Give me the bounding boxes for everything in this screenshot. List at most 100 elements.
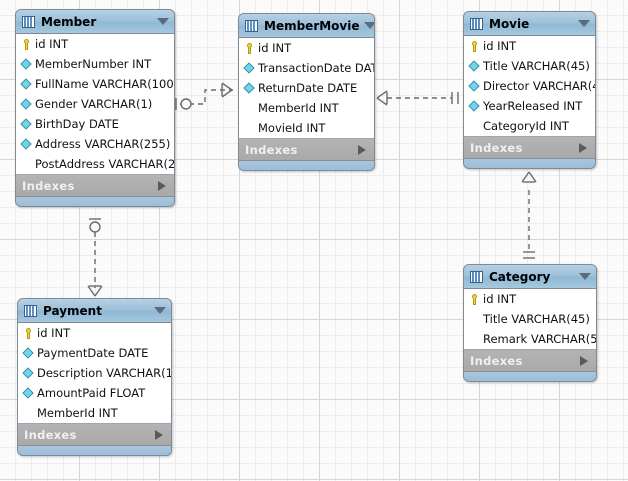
table-column[interactable]: PaymentDate DATE xyxy=(18,343,171,363)
table-column[interactable]: PostAddress VARCHAR(255) xyxy=(16,154,174,174)
column-label: Remark VARCHAR(500) xyxy=(483,332,597,346)
table-header[interactable]: MemberMovie xyxy=(239,14,374,38)
table-indexes-row[interactable]: Indexes xyxy=(464,137,595,159)
table-indexes-row[interactable]: Indexes xyxy=(18,424,171,446)
table-column[interactable]: id INT xyxy=(18,323,171,343)
table-header[interactable]: Member xyxy=(16,10,174,34)
relationship-member-payment xyxy=(87,218,103,297)
expand-arrow-icon[interactable] xyxy=(155,429,163,440)
column-label: CategoryId INT xyxy=(483,119,569,133)
column-label: id INT xyxy=(258,41,292,55)
table-bottom-strip xyxy=(18,446,171,455)
expand-arrow-icon[interactable] xyxy=(358,144,366,155)
table-column[interactable]: MemberNumber INT xyxy=(16,54,174,74)
foreign-key-diamond-icon xyxy=(243,122,256,135)
relationship-membermovie-movie xyxy=(376,90,459,106)
chevron-down-icon[interactable] xyxy=(157,18,169,25)
column-label: YearReleased INT xyxy=(483,99,583,113)
table-column[interactable]: id INT xyxy=(464,289,596,309)
diamond-icon xyxy=(20,98,33,111)
nullable-diamond-icon xyxy=(20,158,33,171)
table-column[interactable]: ReturnDate DATE xyxy=(239,78,374,98)
column-label: PaymentDate DATE xyxy=(37,346,149,360)
column-label: Title VARCHAR(45) xyxy=(483,59,590,73)
table-column[interactable]: MovieId INT xyxy=(239,118,374,138)
table-column[interactable]: Director VARCHAR(45) xyxy=(464,76,595,96)
table-column[interactable]: id INT xyxy=(16,34,174,54)
table-column[interactable]: Gender VARCHAR(1) xyxy=(16,94,174,114)
column-label: id INT xyxy=(483,292,517,306)
table-title: Member xyxy=(41,14,97,29)
column-label: MemberId INT xyxy=(37,406,118,420)
table-category[interactable]: Category id INT Title VARCHAR(45) Remark V… xyxy=(463,264,597,382)
column-label: Address VARCHAR(255) xyxy=(35,137,171,151)
table-column[interactable]: AmountPaid FLOAT xyxy=(18,383,171,403)
diamond-icon xyxy=(20,138,33,151)
table-membermovie[interactable]: MemberMovie id INT TransactionDate DATE Re… xyxy=(238,13,375,171)
table-indexes-row[interactable]: Indexes xyxy=(239,139,374,161)
table-column[interactable]: YearReleased INT xyxy=(464,96,595,116)
diamond-icon xyxy=(22,387,35,400)
nullable-diamond-icon xyxy=(468,313,481,326)
table-columns: id INT PaymentDate DATE Description VARCHA… xyxy=(18,323,171,424)
table-icon xyxy=(470,17,483,30)
table-header[interactable]: Payment xyxy=(18,299,171,323)
column-label: Gender VARCHAR(1) xyxy=(35,97,153,111)
column-label: Description VARCHAR(100) xyxy=(37,366,172,380)
table-header[interactable]: Category xyxy=(464,265,596,289)
table-column[interactable]: id INT xyxy=(464,36,595,56)
diamond-icon xyxy=(22,347,35,360)
diamond-icon xyxy=(243,62,256,75)
nullable-diamond-icon xyxy=(468,333,481,346)
table-column[interactable]: Remark VARCHAR(500) xyxy=(464,329,596,349)
chevron-down-icon[interactable] xyxy=(363,22,374,29)
expand-arrow-icon[interactable] xyxy=(579,142,587,153)
key-icon xyxy=(20,38,33,51)
indexes-label: Indexes xyxy=(470,140,523,155)
table-movie[interactable]: Movie id INT Title VARCHAR(45) Director VA… xyxy=(463,11,596,169)
table-bottom-strip xyxy=(239,161,374,170)
table-bottom-strip xyxy=(464,159,595,168)
table-payment[interactable]: Payment id INT PaymentDate DATE Descriptio… xyxy=(17,298,172,456)
diamond-icon xyxy=(22,367,35,380)
table-title: Category xyxy=(489,269,551,284)
table-column[interactable]: TransactionDate DATE xyxy=(239,58,374,78)
table-indexes-row[interactable]: Indexes xyxy=(464,350,596,372)
diamond-icon xyxy=(243,82,256,95)
table-icon xyxy=(24,304,37,317)
table-column[interactable]: id INT xyxy=(239,38,374,58)
table-column[interactable]: CategoryId INT xyxy=(464,116,595,136)
chevron-down-icon[interactable] xyxy=(154,307,166,314)
column-label: TransactionDate DATE xyxy=(258,61,375,75)
column-label: MovieId INT xyxy=(258,121,326,135)
table-header[interactable]: Movie xyxy=(464,12,595,36)
table-indexes-row[interactable]: Indexes xyxy=(16,175,174,197)
table-column[interactable]: MemberId INT xyxy=(239,98,374,118)
table-column[interactable]: Description VARCHAR(100) xyxy=(18,363,171,383)
table-column[interactable]: Title VARCHAR(45) xyxy=(464,309,596,329)
table-column[interactable]: Title VARCHAR(45) xyxy=(464,56,595,76)
diamond-icon xyxy=(468,100,481,113)
table-column[interactable]: Address VARCHAR(255) xyxy=(16,134,174,154)
column-label: PostAddress VARCHAR(255) xyxy=(35,157,175,171)
table-title: Payment xyxy=(43,303,102,318)
table-column[interactable]: BirthDay DATE xyxy=(16,114,174,134)
column-label: Director VARCHAR(45) xyxy=(483,79,595,93)
expand-arrow-icon[interactable] xyxy=(580,355,588,366)
table-title: MemberMovie xyxy=(264,18,360,33)
key-icon xyxy=(468,40,481,53)
table-column[interactable]: MemberId INT xyxy=(18,403,171,423)
relationship-movie-category xyxy=(521,171,537,259)
expand-arrow-icon[interactable] xyxy=(158,180,166,191)
indexes-label: Indexes xyxy=(22,178,75,193)
foreign-key-diamond-icon xyxy=(22,407,35,420)
diamond-icon xyxy=(468,80,481,93)
chevron-down-icon[interactable] xyxy=(579,273,591,280)
indexes-label: Indexes xyxy=(245,142,298,157)
chevron-down-icon[interactable] xyxy=(578,20,590,27)
indexes-label: Indexes xyxy=(470,353,523,368)
table-icon xyxy=(470,270,483,283)
table-column[interactable]: FullName VARCHAR(100) xyxy=(16,74,174,94)
